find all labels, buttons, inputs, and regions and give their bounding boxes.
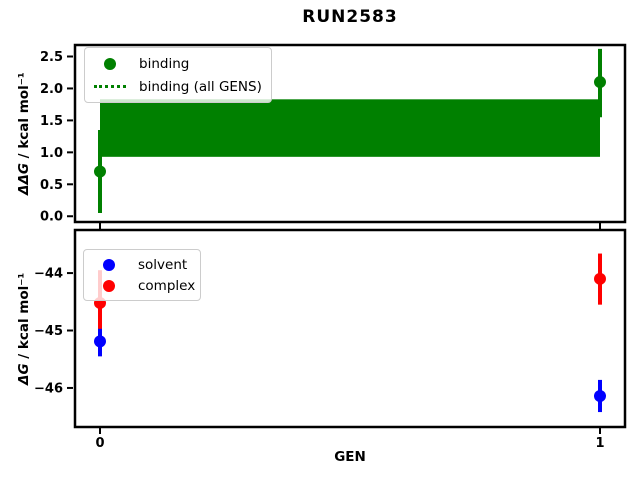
- ddg-symbol: ΔΔG: [16, 162, 32, 195]
- legend-label-binding-all-gens: binding (all GENS): [139, 78, 262, 95]
- swatch-column: [93, 85, 127, 88]
- y-tick-label: 1.5: [40, 114, 63, 129]
- ddg-units: / kcal mol⁻¹: [16, 72, 32, 163]
- solvent-marker: [594, 389, 606, 402]
- x-tick-label: 0: [95, 436, 104, 451]
- y-tick-label: −44: [34, 267, 63, 282]
- top-legend: binding binding (all GENS): [84, 47, 272, 103]
- y-tick-label: 2.5: [40, 50, 63, 65]
- y-tick-label: 0.0: [40, 210, 63, 225]
- legend-label-complex: complex: [138, 277, 196, 294]
- legend-item-complex: complex: [92, 275, 196, 296]
- dg-units: / kcal mol⁻¹: [16, 272, 32, 364]
- legend-label-binding: binding: [139, 55, 190, 72]
- bottom-y-axis-label: ΔG / kcal mol⁻¹: [13, 230, 35, 427]
- y-tick-label: −45: [34, 324, 63, 339]
- swatch-column: [92, 258, 126, 271]
- solvent-marker: [94, 335, 106, 348]
- legend-item-solvent: solvent: [92, 254, 192, 275]
- legend-item-binding: binding: [93, 52, 263, 75]
- top-plot-area: 0.0 0.5 1.0 1.5 2.0 2.5: [40, 43, 627, 229]
- bottom-axes: −44 −45 −46 0 1 solvent complex: [34, 228, 627, 451]
- y-tick-label: 1.0: [40, 146, 63, 161]
- legend-label-solvent: solvent: [138, 256, 188, 273]
- y-tick-label: 0.5: [40, 178, 63, 193]
- swatch-column: [93, 57, 127, 70]
- bottom-legend: solvent complex: [83, 249, 201, 301]
- y-tick-label: 2.0: [40, 82, 63, 97]
- binding-all-gens-line-swatch: [94, 85, 126, 88]
- swatch-column: [92, 279, 126, 292]
- complex-marker: [594, 272, 606, 285]
- binding-marker: [94, 165, 106, 178]
- figure-title: RUN2583: [302, 7, 398, 27]
- top-y-axis-label: ΔΔG / kcal mol⁻¹: [13, 45, 35, 222]
- x-tick-label: 1: [595, 436, 604, 451]
- complex-marker-swatch: [103, 279, 115, 292]
- dg-symbol: ΔG: [16, 363, 32, 385]
- top-axes: 0.0 0.5 1.0 1.5 2.0 2.5 binding binding (all …: [40, 43, 627, 229]
- legend-item-binding-all-gens: binding (all GENS): [93, 75, 263, 98]
- solvent-marker-swatch: [103, 258, 115, 271]
- y-tick-label: −46: [34, 381, 63, 396]
- x-axis-label: GEN: [334, 449, 366, 465]
- binding-marker: [594, 76, 606, 89]
- axes-frame: [73, 228, 627, 429]
- binding-marker-swatch: [104, 57, 116, 70]
- all-gens-uncertainty-band: [100, 99, 600, 157]
- axes-frame: [73, 43, 627, 224]
